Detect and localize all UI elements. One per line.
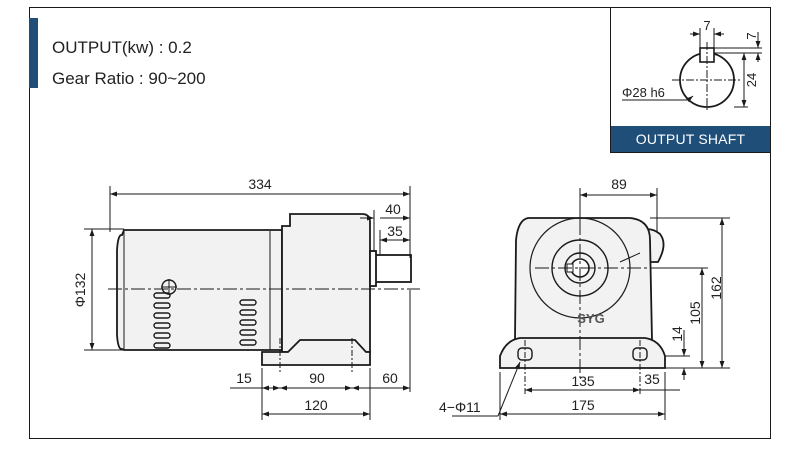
side-shaft [373,254,412,283]
brand-label: SYG [577,311,604,326]
vent-slots-right [239,299,257,346]
bolt-holes-label: 4−Φ11 [439,399,481,415]
output-shaft-title: OUTPUT SHAFT [611,126,770,152]
output-shaft-panel: OUTPUT SHAFT [610,7,771,153]
shaft-detail [622,28,762,112]
bolt-spacing-label: 135 [571,373,595,389]
base-width-label: 175 [571,397,595,413]
key-height-label: 7 [744,32,759,39]
key-depth-label: 24 [744,73,759,87]
total-height-label: 162 [708,276,724,300]
vent-slots-left [153,292,171,349]
foot-right-label: 60 [382,370,398,386]
front-base [499,337,666,369]
side-base [261,339,371,366]
output-spec: OUTPUT(kw) : 0.2 [52,38,192,57]
side-view [116,213,412,366]
foot-left-label: 15 [236,370,252,386]
body-diameter-label: Φ132 [72,273,88,308]
key-width-label: 7 [703,18,710,33]
foot-center-label: 90 [309,370,325,386]
shaft-offset-label: 89 [611,176,627,192]
center-height-label: 105 [687,301,703,325]
base-height-label: 14 [669,326,685,342]
shaft-inner-label: 35 [387,223,403,239]
foot-width-label: 35 [644,371,660,387]
overall-length-label: 334 [248,176,272,192]
gear-ratio-spec: Gear Ratio : 90~200 [52,69,206,88]
motor-body [116,229,283,351]
gear-head [281,213,371,353]
foot-length-label: 120 [304,397,328,413]
shaft-length-label: 40 [385,201,401,217]
shaft-diameter-label: Φ28 h6 [622,85,665,100]
accent-bar [29,18,38,88]
